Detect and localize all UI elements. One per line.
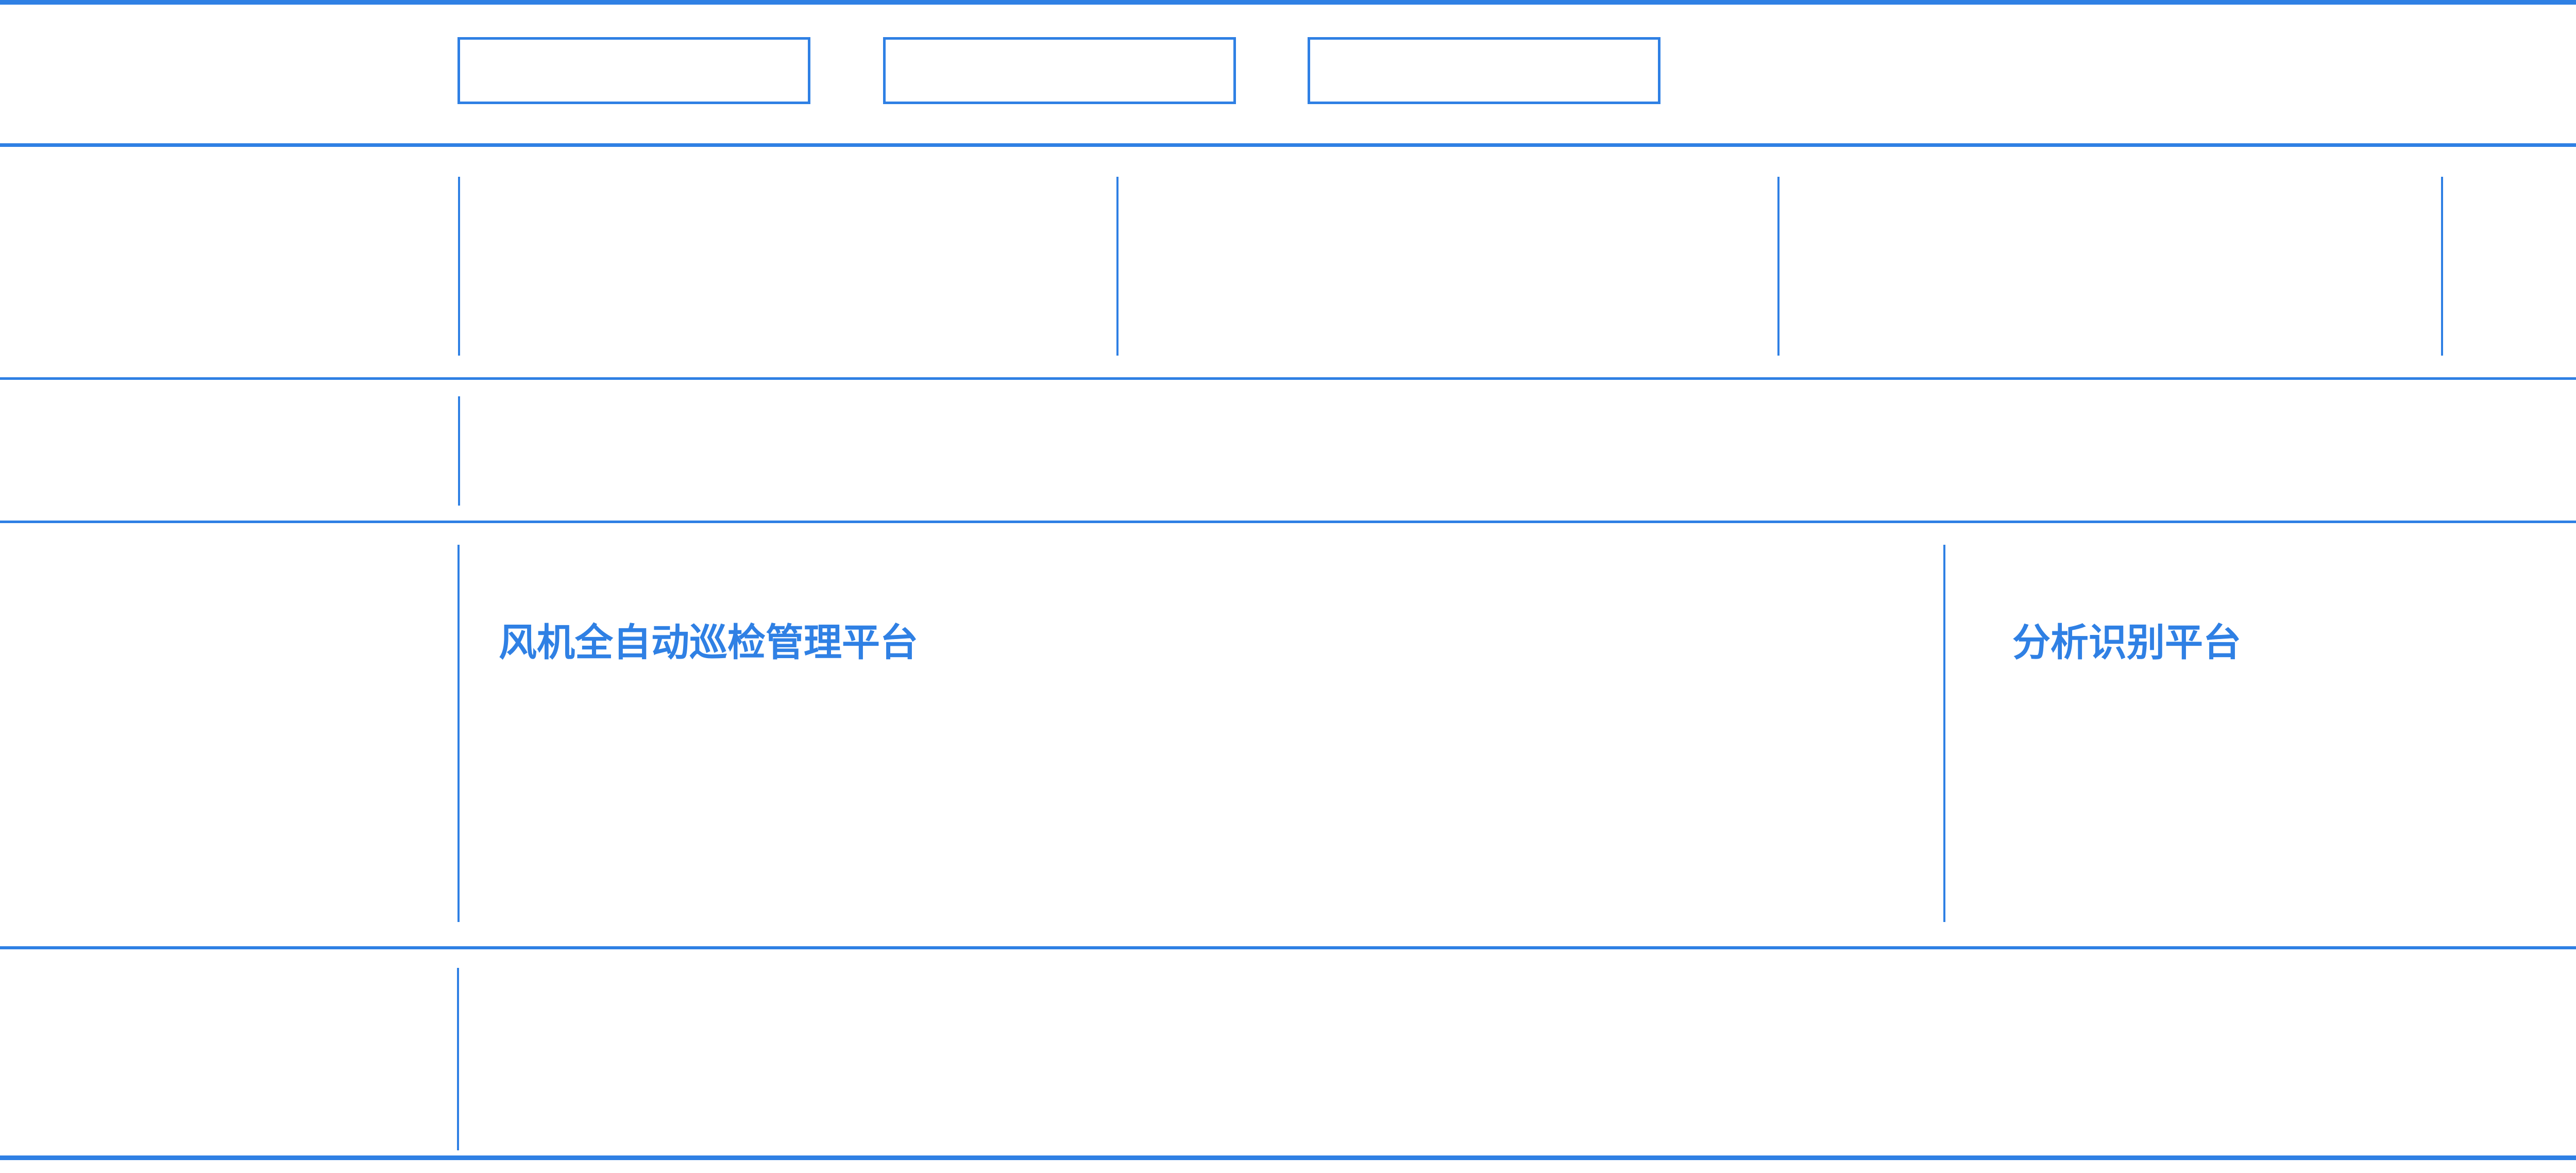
column-divider <box>2441 177 2443 356</box>
platform-link-analysis[interactable]: 分析识别平台 <box>2012 621 2241 664</box>
section-divider-3 <box>0 521 2576 523</box>
column-divider <box>458 396 460 506</box>
nav-box-1[interactable] <box>457 37 810 104</box>
column-divider <box>1943 545 1945 922</box>
column-divider <box>458 177 460 356</box>
top-border-divider <box>0 0 2576 5</box>
platform-link-inspection[interactable]: 风机全自动巡检管理平台 <box>499 621 918 664</box>
column-divider <box>1777 177 1780 356</box>
section-divider-2 <box>0 377 2576 380</box>
bottom-border-divider <box>0 1155 2576 1160</box>
nav-box-2[interactable] <box>883 37 1236 104</box>
header-bottom-divider <box>0 143 2576 147</box>
column-divider <box>457 545 460 922</box>
column-divider <box>1116 177 1118 356</box>
column-divider <box>457 968 459 1150</box>
nav-box-3[interactable] <box>1308 37 1660 104</box>
section-divider-4 <box>0 946 2576 949</box>
